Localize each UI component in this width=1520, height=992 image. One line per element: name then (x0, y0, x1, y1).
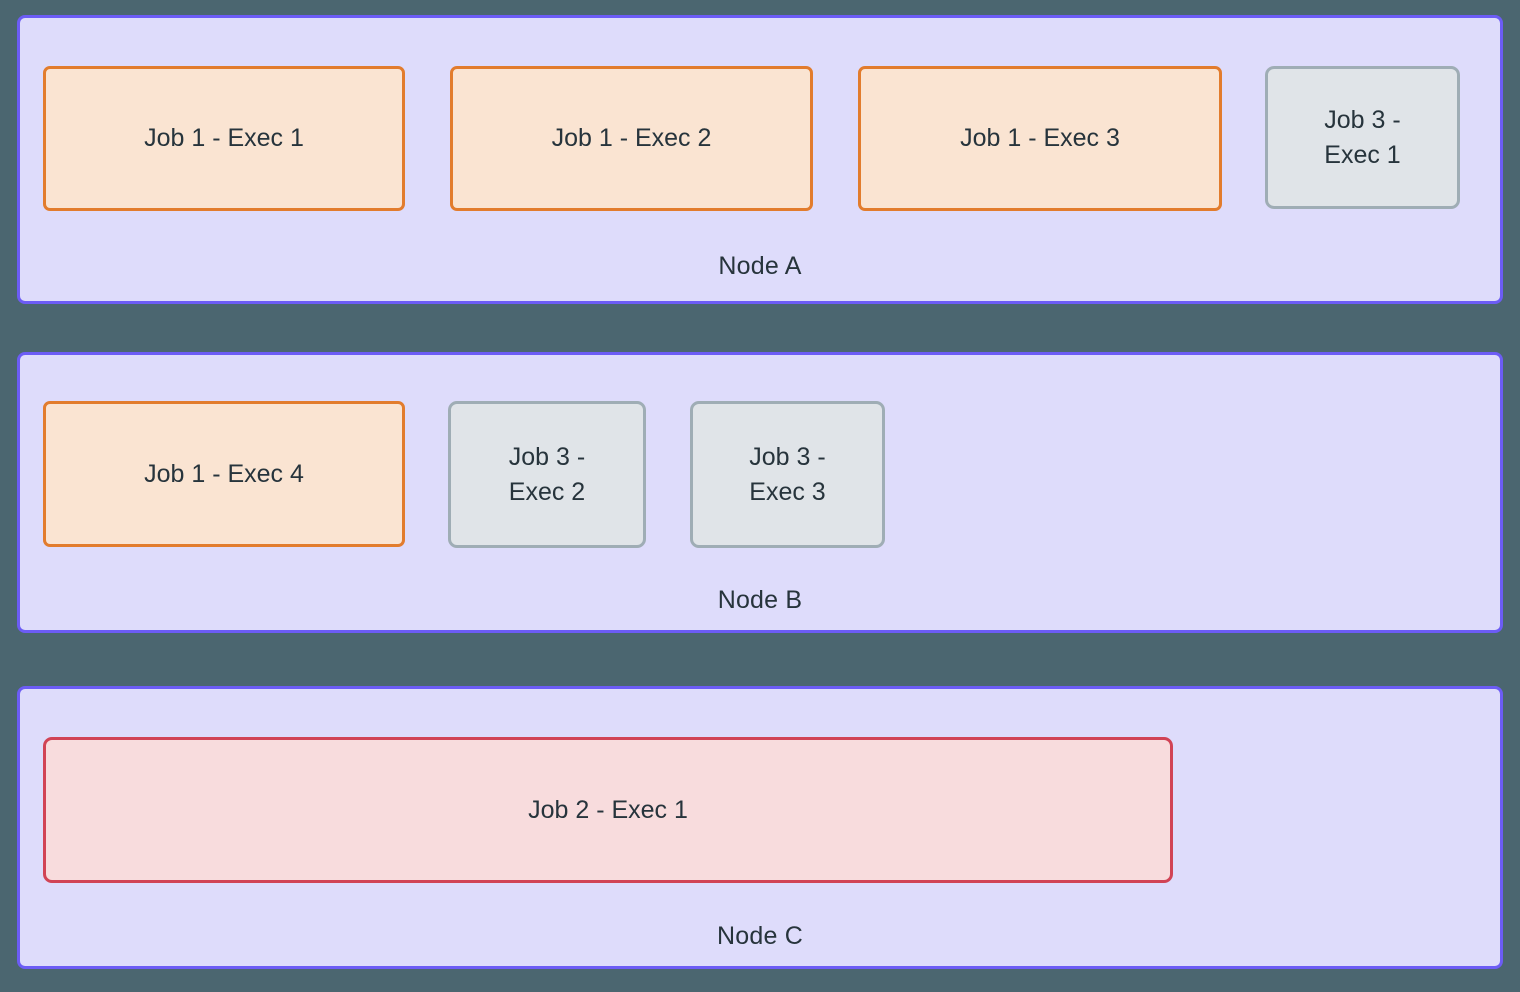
job-box-label: Job 1 - Exec 4 (144, 459, 304, 488)
job-box-label: Job 3 - Exec 3 (749, 443, 826, 506)
node-container-node-b: Job 1 - Exec 4 Job 3 - Exec 2 Job 3 - Exec… (17, 352, 1503, 633)
node-label-node-b: Node B (717, 586, 803, 614)
job-box-label: Job 3 - Exec 1 (1324, 106, 1401, 169)
job-box-job-3-exec-3[interactable]: Job 3 - Exec 3 (690, 401, 885, 548)
job-box-job-3-exec-2[interactable]: Job 3 - Exec 2 (448, 401, 646, 548)
node-container-node-c: Job 2 - Exec 1 Node C (17, 686, 1503, 969)
job-box-job-1-exec-4[interactable]: Job 1 - Exec 4 (43, 401, 405, 547)
job-box-job-1-exec-1[interactable]: Job 1 - Exec 1 (43, 66, 405, 211)
node-label-node-c: Node C (717, 922, 803, 950)
job-box-label: Job 1 - Exec 2 (551, 124, 712, 153)
job-box-label: Job 3 - Exec 2 (508, 443, 586, 506)
job-box-job-3-exec-1[interactable]: Job 3 - Exec 1 (1265, 66, 1460, 209)
job-box-label: Job 2 - Exec 1 (528, 795, 688, 824)
job-box-job-2-exec-1[interactable]: Job 2 - Exec 1 (43, 737, 1173, 883)
job-box-job-1-exec-3[interactable]: Job 1 - Exec 3 (858, 66, 1222, 211)
node-container-node-a: Job 1 - Exec 1 Job 1 - Exec 2 Job 1 - Exec… (17, 15, 1503, 304)
job-box-label: Job 1 - Exec 3 (960, 124, 1120, 153)
node-label-node-a: Node A (718, 252, 802, 280)
job-box-label: Job 1 - Exec 1 (144, 124, 304, 153)
job-box-job-1-exec-2[interactable]: Job 1 - Exec 2 (450, 66, 813, 211)
